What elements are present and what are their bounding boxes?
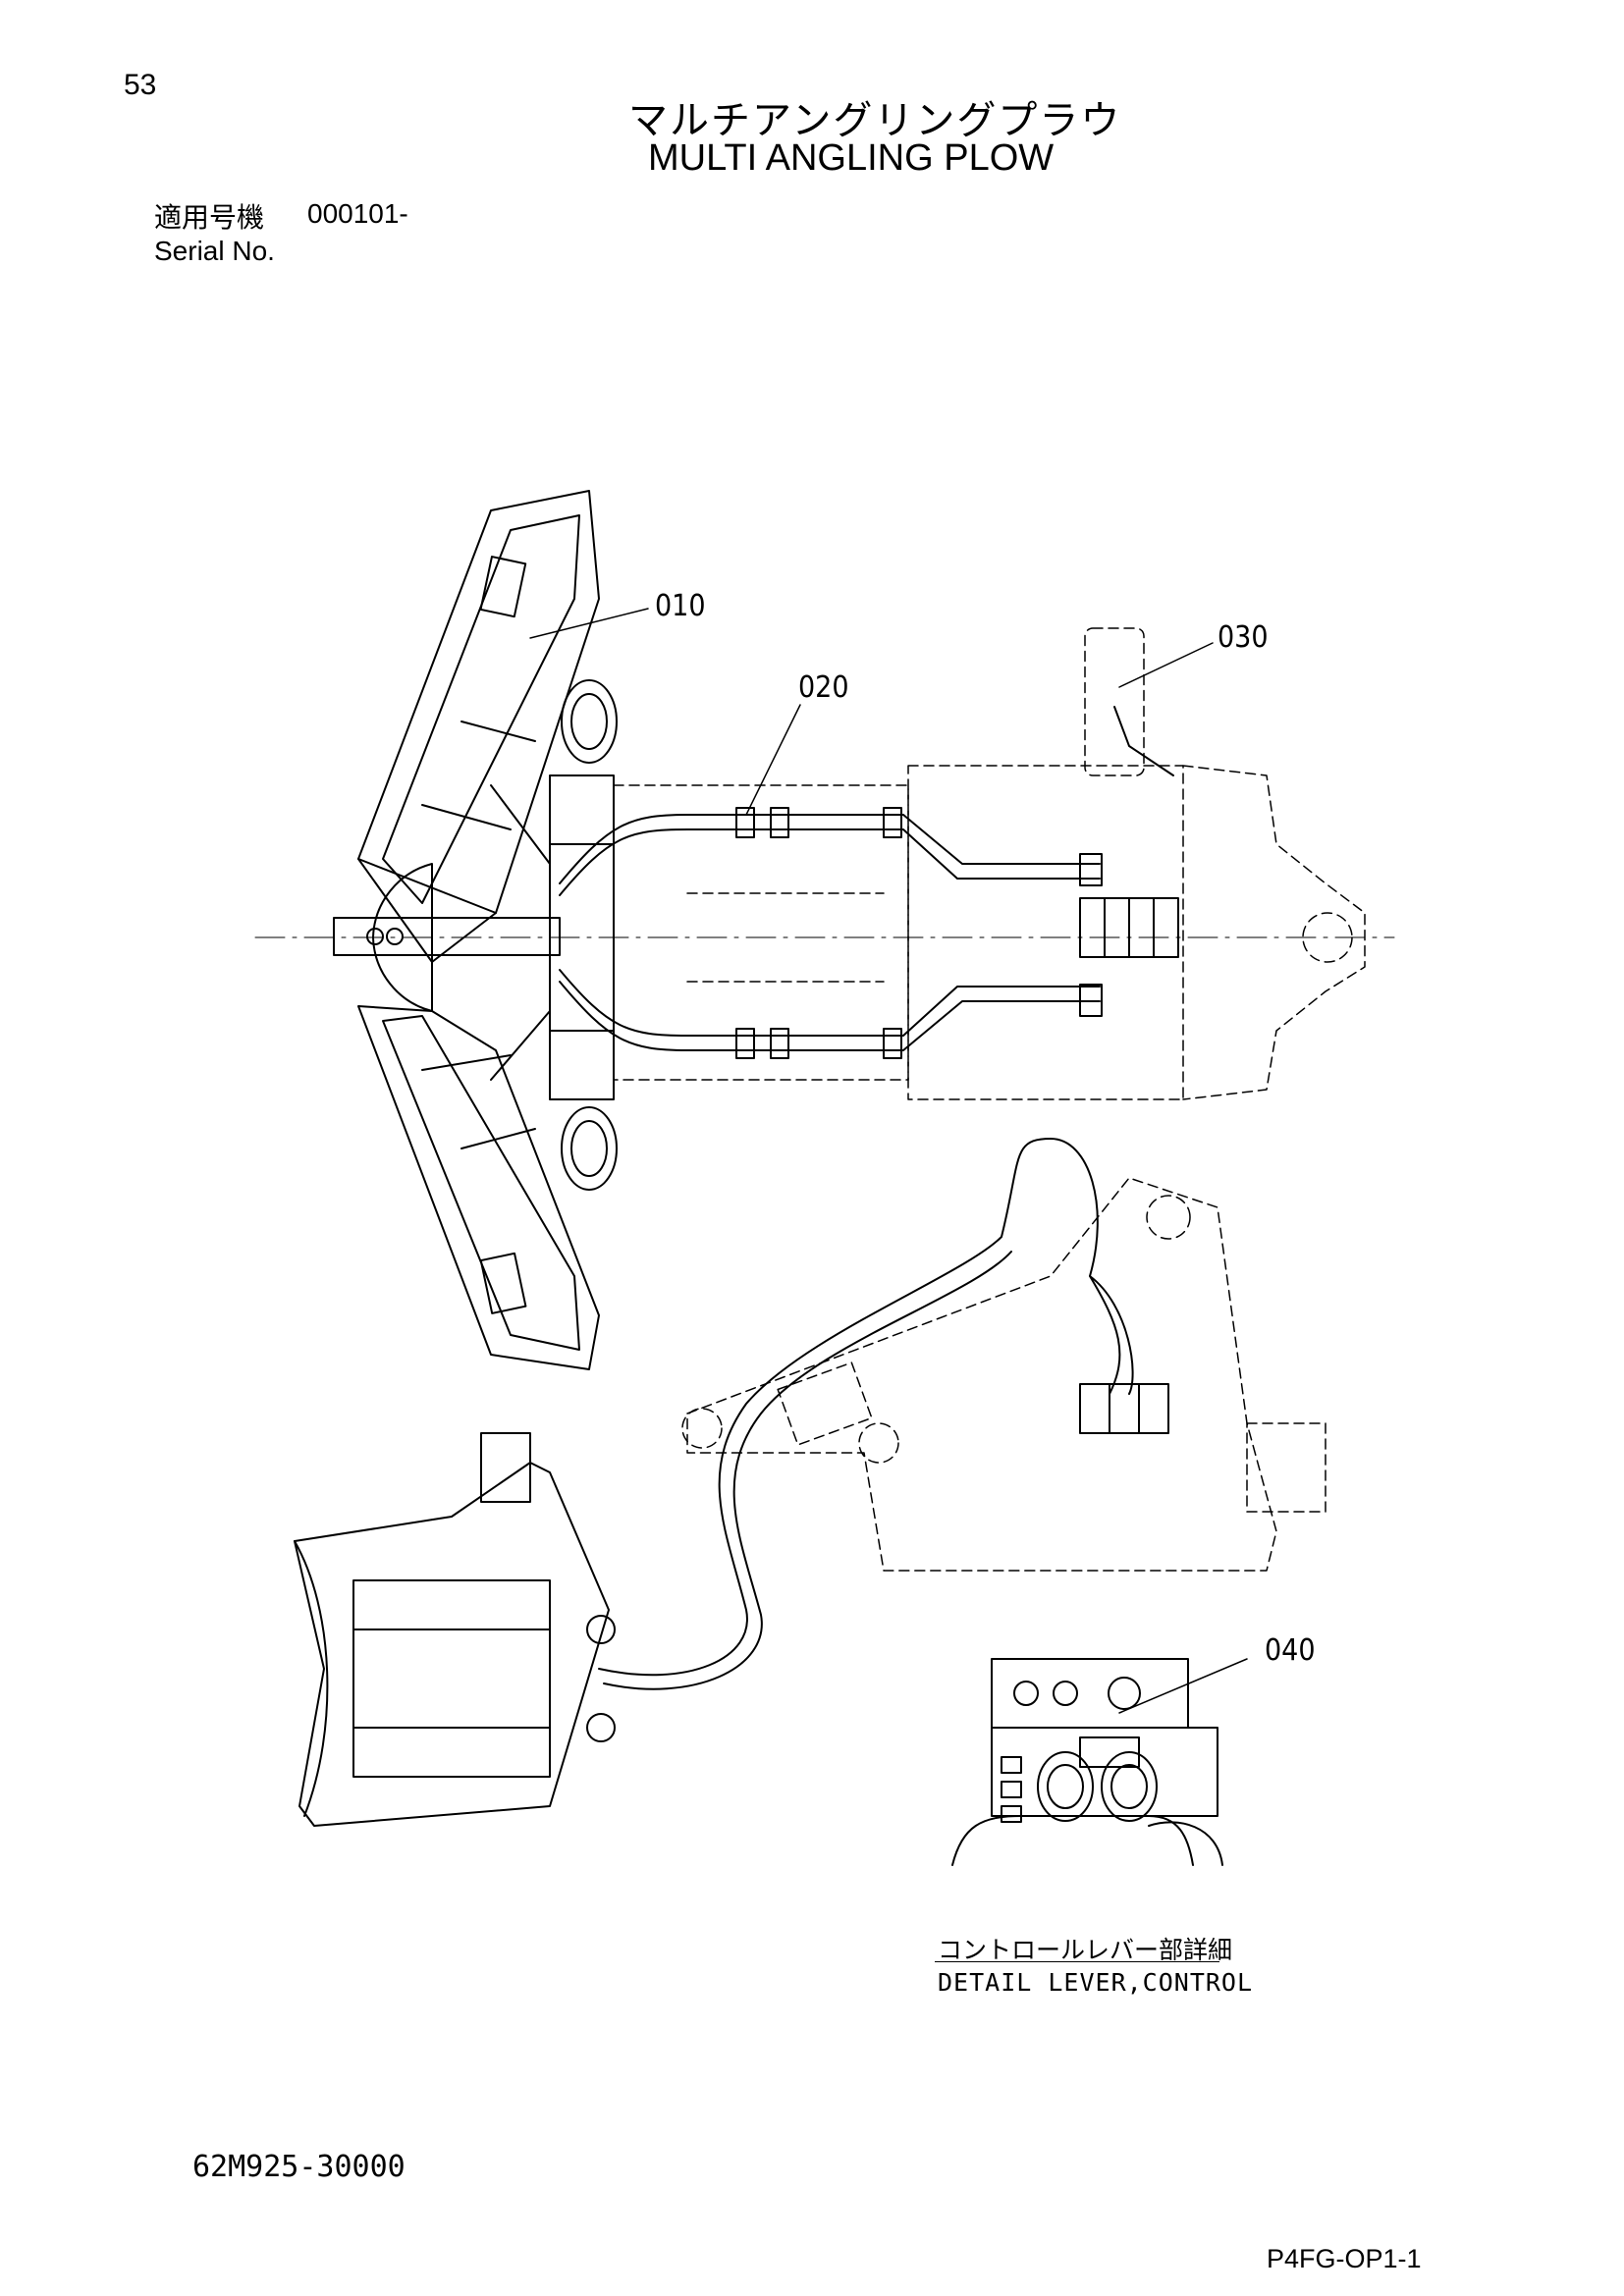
control-lever-detail bbox=[951, 1658, 1223, 1866]
callout-040: 040 bbox=[1265, 1633, 1316, 1668]
hoses-top-view bbox=[559, 807, 1103, 1059]
control-valve-top-view bbox=[1079, 706, 1179, 958]
callout-030: 030 bbox=[1218, 620, 1269, 655]
drawing-number: 62M925-30000 bbox=[192, 2150, 406, 2184]
serial-label-japanese: 適用号機 bbox=[154, 201, 265, 234]
detail-title-english: DETAIL LEVER,CONTROL bbox=[938, 1968, 1254, 1997]
title-english: MULTI ANGLING PLOW bbox=[648, 137, 1055, 179]
page-code: P4FG-OP1-1 bbox=[1267, 2244, 1422, 2273]
plow-blade-side-view bbox=[294, 1432, 616, 1827]
hoses-side-view bbox=[598, 1138, 1169, 1690]
serial-value: 000101- bbox=[307, 198, 408, 229]
callout-020: 020 bbox=[798, 670, 849, 705]
plow-blade-top-view bbox=[333, 490, 618, 1370]
boom-side-view bbox=[681, 1177, 1326, 1572]
title-japanese: マルチアングリングプラウ bbox=[628, 98, 1122, 143]
detail-underline bbox=[935, 1961, 1219, 1962]
page-number: 53 bbox=[124, 69, 157, 101]
detail-title-japanese: コントロールレバー部詳細 bbox=[938, 1936, 1233, 1964]
callout-010: 010 bbox=[655, 589, 706, 623]
serial-label-english: Serial No. bbox=[154, 236, 275, 266]
